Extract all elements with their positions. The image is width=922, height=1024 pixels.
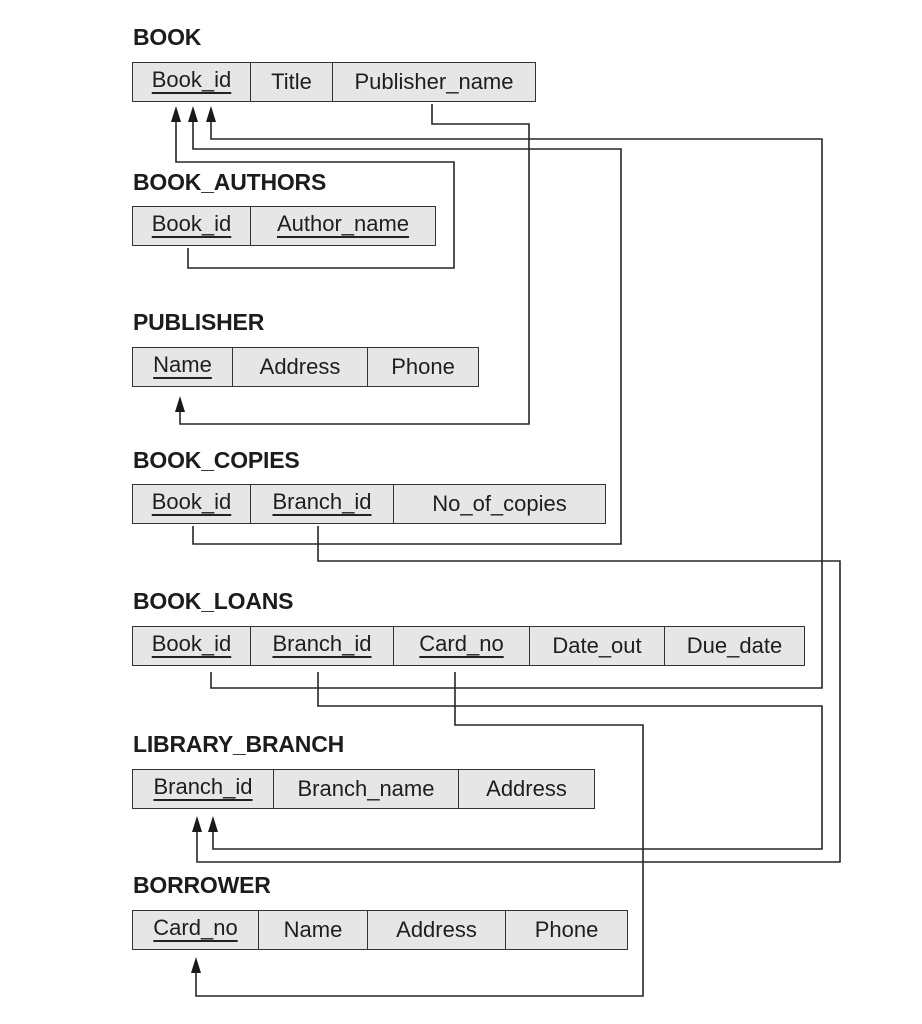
attribute-borrower-name: Name [259, 911, 368, 949]
arrowhead-icon [175, 396, 185, 412]
relation-title-publisher: PUBLISHER [133, 309, 265, 335]
attribute-book-authors-author-name: Author_name [276, 211, 410, 236]
attribute-publisher-phone: Phone [391, 354, 455, 379]
fk-book-loans-card-no-to-borrower [191, 672, 644, 997]
arrowhead-icon [192, 816, 202, 832]
arrowhead-icon [188, 106, 198, 122]
relation-table-book: Book_id Title Publisher_name [132, 62, 536, 102]
relation-title-book: BOOK [133, 24, 202, 50]
attribute-borrower-phone: Phone [534, 917, 599, 942]
arrowhead-icon [208, 816, 218, 832]
relation-title-book-loans: BOOK_LOANS [133, 588, 294, 614]
attribute-book-copies-no-of-copies: No_of_copies [432, 491, 567, 516]
fk-book-authors-book-id-to-book [171, 106, 455, 269]
attribute-book-loans-book-id: Book_id [133, 627, 251, 665]
fk-book-loans-book-id-to-book [206, 106, 823, 689]
attribute-book-loans-branch-id: Branch_id [251, 627, 394, 665]
fk-book-copies-branch-id-to-library-branch [192, 526, 841, 863]
relation-title-library-branch: LIBRARY_BRANCH [133, 731, 345, 757]
relation-table-borrower: Card_no Name Address Phone [132, 910, 628, 950]
attribute-borrower-card-no: Card_no [133, 911, 259, 949]
relation-title-book-copies: BOOK_COPIES [133, 447, 300, 473]
attribute-book-title: Title [251, 63, 333, 101]
relation-table-library-branch: Branch_id Branch_name Address [132, 769, 595, 809]
attribute-book-publisher-name: Publisher_name [354, 69, 514, 94]
attribute-book-book-id: Book_id [133, 63, 251, 101]
relation-table-publisher: Name Address Phone [132, 347, 479, 387]
attribute-book-authors-book-id: Book_id [133, 207, 251, 245]
relation-title-book-authors: BOOK_AUTHORS [133, 169, 327, 195]
fk-book-publisher-name-to-publisher [175, 104, 530, 425]
attribute-library-branch-address: Address [486, 776, 567, 801]
attribute-publisher-address: Address [233, 348, 368, 386]
arrowhead-icon [191, 957, 201, 973]
fk-book-copies-book-id-to-book [188, 106, 622, 545]
arrowhead-icon [171, 106, 181, 122]
attribute-book-loans-due-date: Due_date [686, 633, 783, 658]
attribute-book-copies-book-id: Book_id [133, 485, 251, 523]
relation-title-borrower: BORROWER [133, 872, 271, 898]
attribute-borrower-address: Address [368, 911, 506, 949]
attribute-book-loans-date-out: Date_out [530, 627, 665, 665]
arrowhead-icon [206, 106, 216, 122]
relation-table-book-loans: Book_id Branch_id Card_no Date_out Due_d… [132, 626, 805, 666]
attribute-library-branch-branch-id: Branch_id [133, 770, 274, 808]
attribute-book-loans-card-no: Card_no [394, 627, 530, 665]
relation-table-book-copies: Book_id Branch_id No_of_copies [132, 484, 606, 524]
attribute-book-copies-branch-id: Branch_id [251, 485, 394, 523]
attribute-library-branch-branch-name: Branch_name [274, 770, 459, 808]
fk-book-loans-branch-id-to-library-branch [208, 672, 823, 850]
attribute-publisher-name: Name [133, 348, 233, 386]
relation-table-book-authors: Book_id Author_name [132, 206, 436, 246]
